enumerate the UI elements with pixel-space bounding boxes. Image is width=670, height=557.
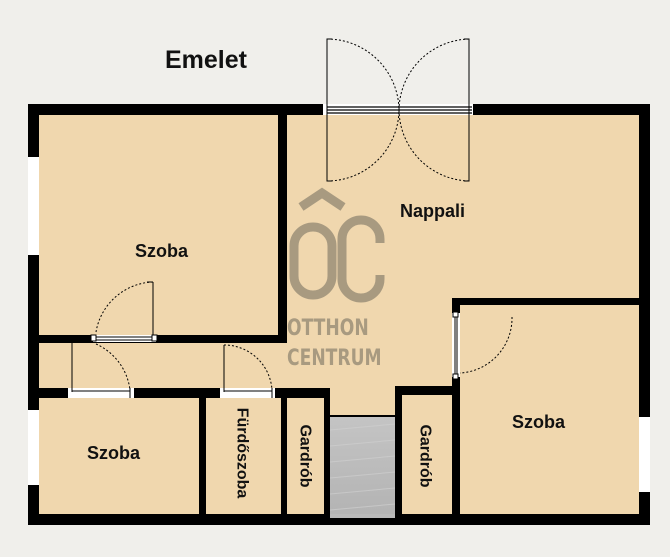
watermark-line1: OTTHON xyxy=(287,316,369,341)
room-label-nappali: Nappali xyxy=(400,201,466,221)
room-label-szoba-right: Szoba xyxy=(512,412,566,432)
stairs xyxy=(330,417,395,518)
room-label-szoba-top-left: Szoba xyxy=(135,241,189,261)
floor-areas xyxy=(39,115,639,514)
balcony-door-swings xyxy=(326,38,470,182)
watermark-line2: CENTRUM xyxy=(287,346,382,371)
floor-title: Emelet xyxy=(165,46,247,74)
room-label-gardrob-2: Gardrób xyxy=(416,424,434,488)
room-label-gardrob-1: Gardrób xyxy=(296,424,314,488)
windows xyxy=(28,157,650,492)
otthon-centrum-logo-icon xyxy=(289,187,385,303)
interior-walls xyxy=(39,115,639,514)
room-label-szoba-bottom-left: Szoba xyxy=(87,443,141,463)
room-label-furdoszoba: Fürdőszoba xyxy=(233,407,251,499)
